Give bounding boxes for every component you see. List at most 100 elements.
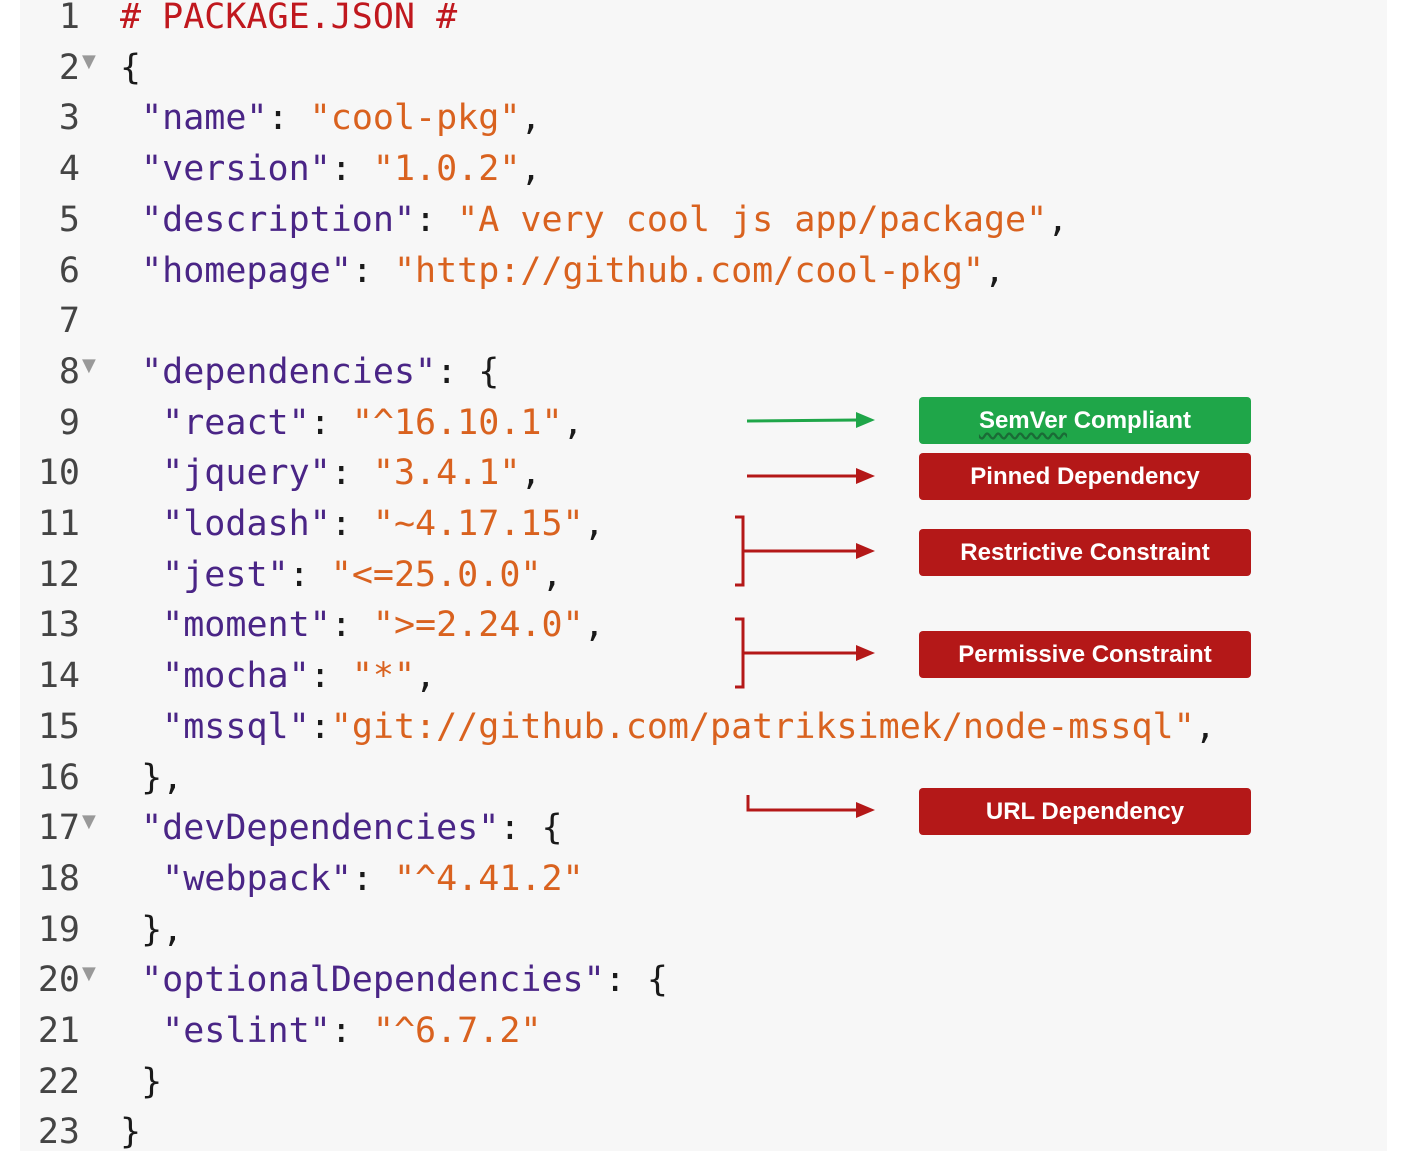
line-number: 8 — [58, 351, 80, 392]
string-token: "git://github.com/patriksimek/node-mssql… — [330, 706, 1195, 747]
code-line[interactable]: 1# PACKAGE.JSON # — [20, 0, 1387, 43]
punctuation-token: : { — [604, 960, 668, 1001]
code-text: "lodash": "~4.17.15", — [120, 499, 605, 550]
line-number: 20 — [37, 960, 80, 1001]
code-line[interactable]: 13 "moment": ">=2.24.0", — [20, 600, 1387, 651]
code-line[interactable]: 14 "mocha": "*", — [20, 651, 1387, 702]
url-dependency-tag: URL Dependency — [919, 788, 1251, 835]
code-line[interactable]: 11 "lodash": "~4.17.15", — [20, 499, 1387, 550]
key-token: "devDependencies" — [141, 808, 500, 849]
punctuation-token: : — [415, 199, 458, 240]
punctuation-token — [120, 656, 162, 696]
code-text: "name": "cool-pkg", — [120, 93, 541, 144]
punctuation-token: } — [120, 1112, 142, 1153]
code-text: "mocha": "*", — [120, 651, 436, 702]
punctuation-token — [120, 960, 141, 1000]
punctuation-token — [120, 352, 141, 392]
punctuation-token: : — [309, 656, 352, 697]
key-token: "react" — [162, 402, 310, 443]
fold-triangle-icon[interactable]: ▼ — [82, 50, 96, 72]
line-number: 17 — [37, 808, 80, 849]
punctuation-token — [120, 251, 141, 291]
code-line[interactable]: 17▼ "devDependencies": { — [20, 803, 1387, 854]
string-token: "1.0.2" — [372, 149, 521, 190]
string-token: "3.4.1" — [372, 453, 521, 494]
code-line[interactable]: 5 "description": "A very cool js app/pac… — [20, 195, 1387, 246]
string-token: "*" — [351, 656, 416, 697]
line-number: 18 — [37, 858, 80, 899]
line-number: 15 — [37, 706, 80, 747]
code-line[interactable]: 2▼{ — [20, 43, 1387, 94]
code-text: "dependencies": { — [120, 347, 499, 398]
line-number: 13 — [37, 605, 80, 646]
punctuation-token — [120, 859, 162, 899]
key-token: "lodash" — [162, 504, 331, 544]
pinned-dependency-label: Pinned Dependency — [970, 463, 1200, 490]
string-token: "~4.17.15" — [372, 504, 584, 544]
code-line[interactable]: 8▼ "dependencies": { — [20, 347, 1387, 398]
code-line[interactable]: 7 — [20, 296, 1387, 347]
code-text: "eslint": "^6.7.2" — [120, 1006, 541, 1057]
code-line[interactable]: 23} — [20, 1107, 1387, 1158]
code-line[interactable]: 12 "jest": "<=25.0.0", — [20, 550, 1387, 601]
punctuation-token: , — [983, 250, 1006, 291]
code-line[interactable]: 6 "homepage": "http://github.com/cool-pk… — [20, 246, 1387, 297]
line-number: 7 — [58, 301, 80, 342]
string-token: "^16.10.1" — [351, 402, 563, 443]
fold-triangle-icon[interactable]: ▼ — [82, 963, 96, 985]
code-text: "description": "A very cool js app/packa… — [120, 195, 1068, 246]
code-line[interactable]: 18 "webpack": "^4.41.2" — [20, 854, 1387, 905]
code-line[interactable]: 15 "mssql":"git://github.com/patriksimek… — [20, 702, 1387, 753]
code-text: "optionalDependencies": { — [120, 955, 668, 1006]
line-number: 16 — [37, 757, 80, 798]
code-text: "jest": "<=25.0.0", — [120, 550, 563, 601]
string-token: "^6.7.2" — [372, 1011, 542, 1051]
key-token: "version" — [141, 149, 331, 190]
code-line[interactable]: 19 }, — [20, 905, 1387, 956]
semver-compliant-tag: SemVer Compliant — [919, 397, 1251, 444]
key-token: "moment" — [162, 605, 331, 646]
line-number: 5 — [58, 199, 80, 240]
permissive-constraint-label: Permissive Constraint — [958, 641, 1212, 668]
punctuation-token: , — [541, 554, 563, 595]
code-line[interactable]: 21 "eslint": "^6.7.2" — [20, 1006, 1387, 1057]
code-line[interactable]: 22 } — [20, 1057, 1387, 1108]
line-number: 10 — [37, 453, 80, 494]
code-text: }, — [120, 753, 183, 804]
line-number: 3 — [58, 98, 80, 139]
punctuation-token — [120, 555, 162, 595]
code-line[interactable]: 4 "version": "1.0.2", — [20, 144, 1387, 195]
code-line[interactable]: 10 "jquery": "3.4.1", — [20, 448, 1387, 499]
fold-triangle-icon[interactable]: ▼ — [82, 811, 96, 833]
line-number: 23 — [37, 1112, 80, 1153]
line-number: 22 — [37, 1061, 80, 1102]
punctuation-token: : — [288, 554, 331, 595]
punctuation-token: } — [120, 1061, 163, 1102]
code-line[interactable]: 16 }, — [20, 753, 1387, 804]
punctuation-token: , — [1194, 706, 1216, 747]
string-token: "^4.41.2" — [393, 858, 584, 899]
code-text: "homepage": "http://github.com/cool-pkg"… — [120, 246, 1005, 297]
line-number: 4 — [58, 149, 80, 190]
key-token: "description" — [141, 199, 416, 240]
code-text: "react": "^16.10.1", — [120, 398, 583, 449]
line-number: 6 — [58, 250, 80, 291]
code-line[interactable]: 9 "react": "^16.10.1", — [20, 398, 1387, 449]
code-line[interactable]: 3 "name": "cool-pkg", — [20, 93, 1387, 144]
line-number: 19 — [37, 909, 80, 950]
code-line[interactable]: 20▼ "optionalDependencies": { — [20, 955, 1387, 1006]
string-token: "http://github.com/cool-pkg" — [393, 250, 984, 291]
fold-triangle-icon[interactable]: ▼ — [82, 354, 96, 376]
string-token: ">=2.24.0" — [372, 605, 584, 646]
code-text: "webpack": "^4.41.2" — [120, 854, 584, 905]
code-text: "jquery": "3.4.1", — [120, 448, 541, 499]
code-text: } — [120, 1057, 162, 1108]
punctuation-token: }, — [120, 909, 184, 950]
punctuation-token: : { — [436, 351, 500, 392]
punctuation-token: : — [309, 706, 331, 747]
semver-compliant-label: SemVer Compliant — [978, 407, 1192, 434]
punctuation-token: , — [415, 656, 437, 697]
punctuation-token: : — [330, 149, 373, 190]
line-number: 21 — [37, 1011, 80, 1051]
punctuation-token: : — [351, 250, 394, 291]
